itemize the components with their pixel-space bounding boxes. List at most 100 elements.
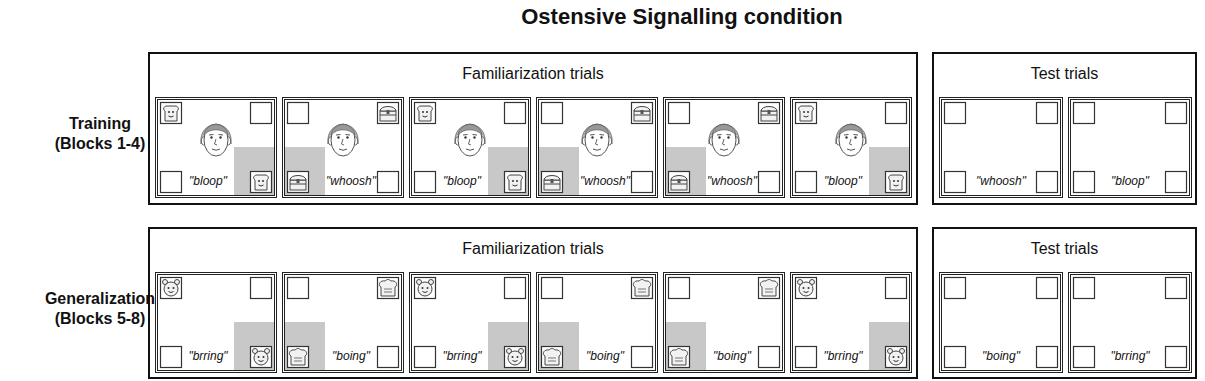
face-head xyxy=(839,124,863,156)
object-icon xyxy=(290,176,306,191)
object-icon xyxy=(633,280,650,297)
row-label: Generalization (Blocks 5-8) xyxy=(41,289,159,329)
spoken-word-label: "boing" xyxy=(332,349,370,364)
object-slot xyxy=(1074,278,1095,299)
chest-band xyxy=(634,115,650,116)
icon-eye xyxy=(898,356,900,358)
object-slot xyxy=(378,103,399,124)
object-slot xyxy=(505,172,526,193)
gaze-highlight xyxy=(234,147,274,195)
face-head xyxy=(204,124,228,156)
object-slot xyxy=(1074,103,1095,124)
face-nose xyxy=(215,139,218,145)
object-slot xyxy=(632,172,653,193)
icon-eye xyxy=(516,180,518,182)
clock-face xyxy=(164,282,178,296)
spoken-word-label: "boing" xyxy=(713,349,751,364)
object-slot xyxy=(886,347,907,368)
object-icon xyxy=(379,280,396,297)
object-slot xyxy=(1037,172,1058,193)
trial-frame: "brring" xyxy=(790,272,912,373)
icon-eye xyxy=(512,356,514,358)
icon-eye xyxy=(893,180,895,182)
object-slot xyxy=(288,347,309,368)
icon-eye xyxy=(262,180,264,182)
bread-shape xyxy=(633,280,650,297)
object-slot xyxy=(505,103,526,124)
object-slot xyxy=(161,278,182,299)
icon-mouth xyxy=(513,185,518,186)
face-brows xyxy=(463,134,477,136)
bread-shape xyxy=(670,349,687,366)
chest-lock xyxy=(641,110,644,114)
gaze-highlight xyxy=(234,322,274,370)
object-slot xyxy=(632,278,653,299)
bread-line xyxy=(294,358,302,361)
face-illustration xyxy=(455,124,485,156)
chest-lock xyxy=(297,179,300,183)
toast-shape xyxy=(508,175,523,190)
spoken-word-label: "brring" xyxy=(1110,349,1149,364)
face-nose xyxy=(596,139,599,145)
object-slot xyxy=(288,103,309,124)
icon-eye xyxy=(803,111,805,113)
face-brows xyxy=(209,134,223,136)
panel-heading: Test trials xyxy=(934,239,1195,259)
object-slot xyxy=(161,347,182,368)
spoken-word-label: "bloop" xyxy=(443,174,481,189)
icon-eye xyxy=(422,287,424,289)
object-icon xyxy=(634,107,650,122)
face-fringe xyxy=(839,125,863,136)
object-slot xyxy=(542,172,563,193)
object-slot xyxy=(796,278,817,299)
object-slot xyxy=(161,103,182,124)
icon-mouth xyxy=(169,116,174,117)
toast-shape xyxy=(254,175,269,190)
object-slot xyxy=(632,103,653,124)
icon-mouth xyxy=(423,116,428,117)
trial-frame: "boing" xyxy=(663,272,785,373)
spoken-word-label: "bloop" xyxy=(824,174,862,189)
chest-body xyxy=(634,111,650,121)
icon-mouth xyxy=(894,185,899,186)
object-slot xyxy=(886,172,907,193)
spoken-word-label: "whoosh" xyxy=(326,174,376,189)
bread-line xyxy=(384,289,392,292)
object-icon xyxy=(670,349,687,366)
object-slot xyxy=(542,103,563,124)
chest-band xyxy=(290,184,306,185)
object-slot xyxy=(378,278,399,299)
clock-face xyxy=(418,282,432,296)
face-nose xyxy=(723,139,726,145)
object-slot xyxy=(669,172,690,193)
face-eye xyxy=(591,136,593,138)
face-fringe xyxy=(331,125,355,136)
object-slot xyxy=(505,347,526,368)
clock-face xyxy=(254,351,268,365)
gaze-highlight xyxy=(666,322,706,370)
face-illustration xyxy=(201,124,231,156)
object-slot xyxy=(1166,278,1187,299)
bread-line xyxy=(548,358,556,361)
face-illustration xyxy=(836,124,866,156)
object-slot xyxy=(1166,172,1187,193)
object-slot xyxy=(886,278,907,299)
icon-eye xyxy=(897,180,899,182)
icon-eye xyxy=(427,287,429,289)
spoken-word-label: "brring" xyxy=(823,349,862,364)
object-slot xyxy=(1166,347,1187,368)
face-head xyxy=(331,124,355,156)
icon-eye xyxy=(168,287,170,289)
chest-body xyxy=(761,111,777,121)
object-icon xyxy=(418,106,433,121)
object-icon xyxy=(507,349,524,366)
face-nose xyxy=(342,139,345,145)
face-head xyxy=(458,124,482,156)
face-mouth xyxy=(720,149,728,150)
trial-panel: Test trials"boing""brring" xyxy=(932,227,1197,379)
face-mouth xyxy=(212,149,220,150)
trial-frame: "brring" xyxy=(1068,272,1192,373)
chest-lock xyxy=(387,110,390,114)
face-eye xyxy=(346,136,348,138)
object-slot xyxy=(669,347,690,368)
